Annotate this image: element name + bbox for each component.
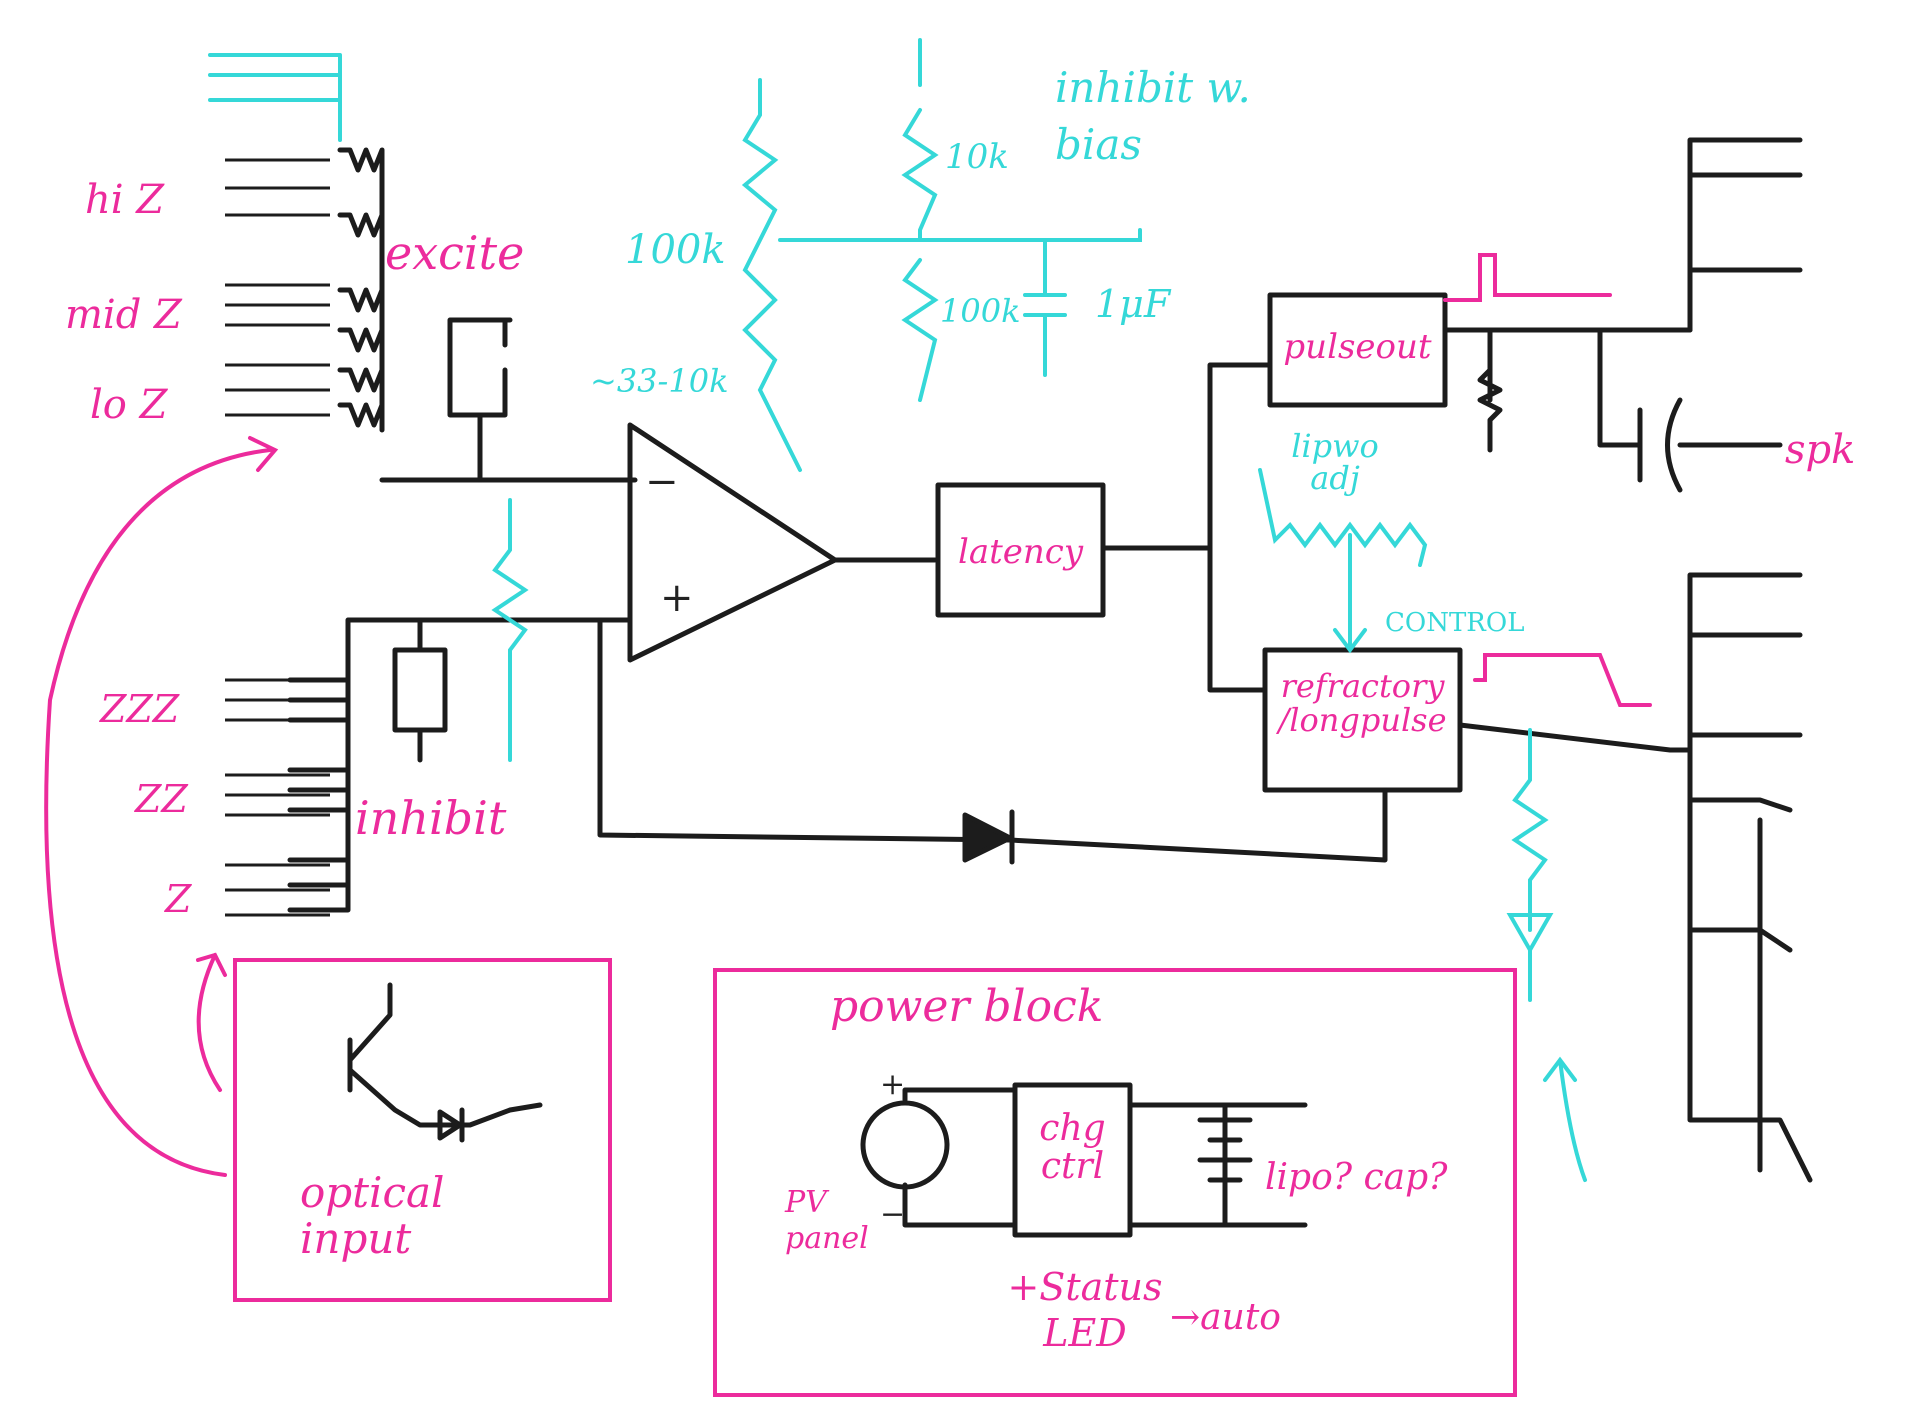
label-feedback-range: ~33-10k xyxy=(590,362,729,400)
opamp-minus-sign: − xyxy=(645,459,679,505)
pulse-wave-top xyxy=(1443,253,1612,302)
pulseout-block-outline xyxy=(1267,292,1448,408)
output-fanout-bottom xyxy=(1687,572,1813,1183)
label-zzz: ZZZ xyxy=(100,687,180,731)
pulseout-output-wire xyxy=(1442,327,1693,448)
battery-symbol xyxy=(1197,1117,1253,1183)
label-hi-z: hi Z xyxy=(85,177,165,223)
label-spk: spk xyxy=(1785,427,1856,473)
refractory-block-outline xyxy=(1262,647,1463,793)
refractory-block: refractory /longpulse xyxy=(1278,667,1447,739)
latency-block: latency xyxy=(957,532,1084,572)
label-pv-panel: PV panel xyxy=(785,1185,869,1256)
up-arrow-cyan xyxy=(1543,1056,1587,1182)
refractory-led-resistor xyxy=(1506,728,1554,1002)
label-auto: →auto xyxy=(1170,1297,1281,1338)
feedback-diode xyxy=(962,809,1015,865)
charge-ctrl-block: chg ctrl xyxy=(1039,1108,1106,1187)
label-pot-100k: 100k xyxy=(625,227,726,273)
label-mid-z: mid Z xyxy=(65,292,182,338)
speaker-cap xyxy=(1637,397,1783,493)
inhibit-bus-wire xyxy=(287,617,633,913)
latency-output-wire xyxy=(1100,362,1273,693)
output-fanout-top xyxy=(1687,137,1803,333)
bias-pot xyxy=(741,78,802,472)
label-zz: ZZ xyxy=(135,777,188,821)
pv-wiring xyxy=(902,1087,1308,1228)
control-arrow xyxy=(1333,533,1367,654)
label-cap-1uf: 1μF xyxy=(1095,282,1171,326)
label-inhibit-bias: inhibit w. bias xyxy=(1055,63,1251,169)
pv-panel-symbol xyxy=(860,1100,950,1190)
inhibit-rc-wire xyxy=(392,617,448,763)
pv-minus-sign: − xyxy=(880,1197,906,1232)
pv-plus-sign: + xyxy=(880,1067,906,1102)
label-r-10k: 10k xyxy=(945,137,1009,177)
pulseout-block: pulseout xyxy=(1283,327,1432,367)
optical-loop-arrow xyxy=(196,952,227,1092)
feedback-loop-arrow xyxy=(44,436,279,1177)
inhibit-input-diodes xyxy=(225,678,330,917)
label-inhibit: inhibit xyxy=(355,791,507,845)
power-block-box xyxy=(713,968,1517,1397)
label-control: CONTROL xyxy=(1385,608,1525,638)
label-lipwo-adj: lipwo adj xyxy=(1291,427,1379,497)
inhibit-bias-resistor xyxy=(491,498,529,762)
label-optical-input: optical input xyxy=(300,1168,445,1264)
pulseout-led-resistor xyxy=(1477,367,1503,453)
excite-bus-wire xyxy=(337,147,638,483)
label-storage: lipo? cap? xyxy=(1265,1157,1448,1198)
pulse-wave-bottom xyxy=(1473,653,1652,707)
charge-ctrl-outline xyxy=(1012,1082,1133,1238)
top-input-lines xyxy=(208,53,342,142)
label-lo-z: lo Z xyxy=(90,382,168,428)
label-status-led: +Status LED xyxy=(1007,1265,1163,1355)
label-excite: excite xyxy=(385,226,525,280)
refractory-output-wire xyxy=(1457,722,1693,753)
label-r-100k: 100k xyxy=(940,292,1021,330)
bias-divider xyxy=(778,38,1142,402)
label-z: Z xyxy=(165,877,192,921)
optical-input-box xyxy=(233,958,612,1302)
excite-rc-wire xyxy=(447,317,513,483)
photo-diode xyxy=(437,1107,465,1143)
opamp-triangle xyxy=(627,422,838,663)
label-power-block: power block xyxy=(830,981,1104,1032)
bias-cap xyxy=(1023,238,1067,377)
opamp-plus-sign: + xyxy=(660,575,694,621)
lipwo-adj-pot xyxy=(1258,468,1428,567)
excite-input-diodes xyxy=(225,158,330,417)
phototransistor xyxy=(347,982,543,1128)
